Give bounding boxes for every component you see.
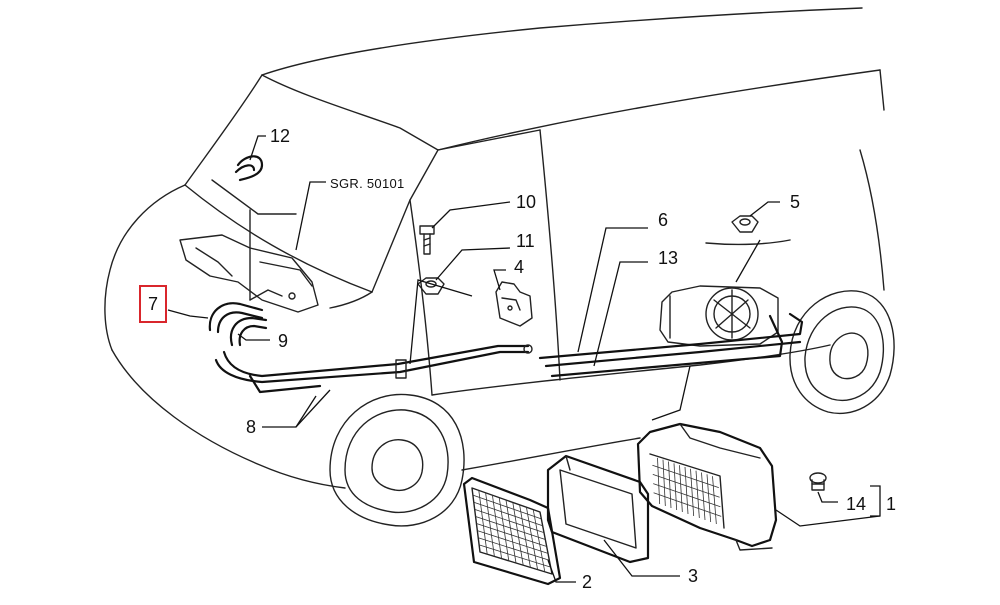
- callout-labels: 12 SGR. 50101 10 11 4 6 13 5 9 8 2 3 14 …: [139, 126, 896, 592]
- rear-wheel: [789, 290, 895, 415]
- heater-housing: [179, 209, 319, 313]
- callout-6: 6: [658, 210, 668, 230]
- callout-12: 12: [270, 126, 290, 146]
- mesh-line: [492, 495, 502, 559]
- part-11-nut: [417, 277, 445, 295]
- callout-8: 8: [246, 417, 256, 437]
- part-4-bracket: [495, 281, 533, 327]
- part-12-hose: [234, 155, 264, 182]
- part-3-frame: [546, 454, 650, 564]
- mesh-line: [695, 470, 700, 519]
- van-body-outline: [104, 7, 885, 489]
- leader-lines: [167, 135, 881, 583]
- part-9-hose: [229, 316, 268, 347]
- callout-5: 5: [790, 192, 800, 212]
- callout-13: 13: [658, 248, 678, 268]
- front-wheel: [329, 393, 465, 527]
- mesh-line: [472, 494, 542, 520]
- mesh-line: [690, 468, 695, 517]
- callout-11: 11: [516, 231, 535, 251]
- part-6-13-pipes: [538, 312, 804, 378]
- mesh-line: [679, 465, 683, 513]
- part-5-nut: [731, 215, 759, 233]
- part-10-bolt: [419, 225, 435, 255]
- mesh-line: [512, 502, 524, 566]
- callout-10: 10: [516, 192, 536, 212]
- part-1-housing: [636, 422, 778, 551]
- mesh-line: [684, 466, 689, 515]
- part-7-hose: [208, 302, 264, 334]
- mesh-line: [653, 483, 721, 508]
- reference-sgr-label: SGR. 50101: [330, 176, 405, 191]
- callout-3: 3: [688, 566, 698, 586]
- part-2-filter: [462, 476, 562, 586]
- part-8-pipes: [214, 344, 533, 394]
- mesh-line: [477, 530, 549, 554]
- mesh-line: [476, 523, 547, 547]
- highlight-box-callout-7: [139, 285, 167, 323]
- mesh-line: [673, 463, 678, 511]
- mesh-line: [475, 516, 546, 540]
- part-14-screw: [809, 472, 827, 491]
- mesh-line: [701, 472, 706, 521]
- callout-9: 9: [278, 331, 288, 351]
- callout-14: 14: [846, 494, 866, 514]
- mesh-line: [485, 492, 495, 557]
- mesh-line: [474, 508, 545, 534]
- mesh-line: [478, 537, 550, 561]
- mesh-line: [519, 504, 531, 568]
- mesh-line: [652, 474, 720, 498]
- mesh-line: [668, 461, 672, 509]
- callout-1: 1: [886, 494, 896, 514]
- mesh-line: [653, 492, 722, 517]
- mesh-line: [652, 464, 719, 488]
- callout-4: 4: [514, 257, 524, 277]
- mesh-line: [505, 499, 517, 564]
- mesh-line: [712, 476, 717, 525]
- callout-7: 7: [148, 294, 158, 314]
- mesh-line: [473, 501, 543, 527]
- mesh-line: [498, 497, 510, 561]
- mesh-line: [532, 509, 546, 572]
- mesh-line: [478, 490, 488, 555]
- mesh-line: [526, 507, 538, 570]
- mesh-line: [662, 459, 666, 507]
- mesh-line: [657, 457, 661, 505]
- callout-2: 2: [582, 572, 592, 592]
- mesh-line: [478, 544, 551, 568]
- mesh-line: [706, 474, 712, 523]
